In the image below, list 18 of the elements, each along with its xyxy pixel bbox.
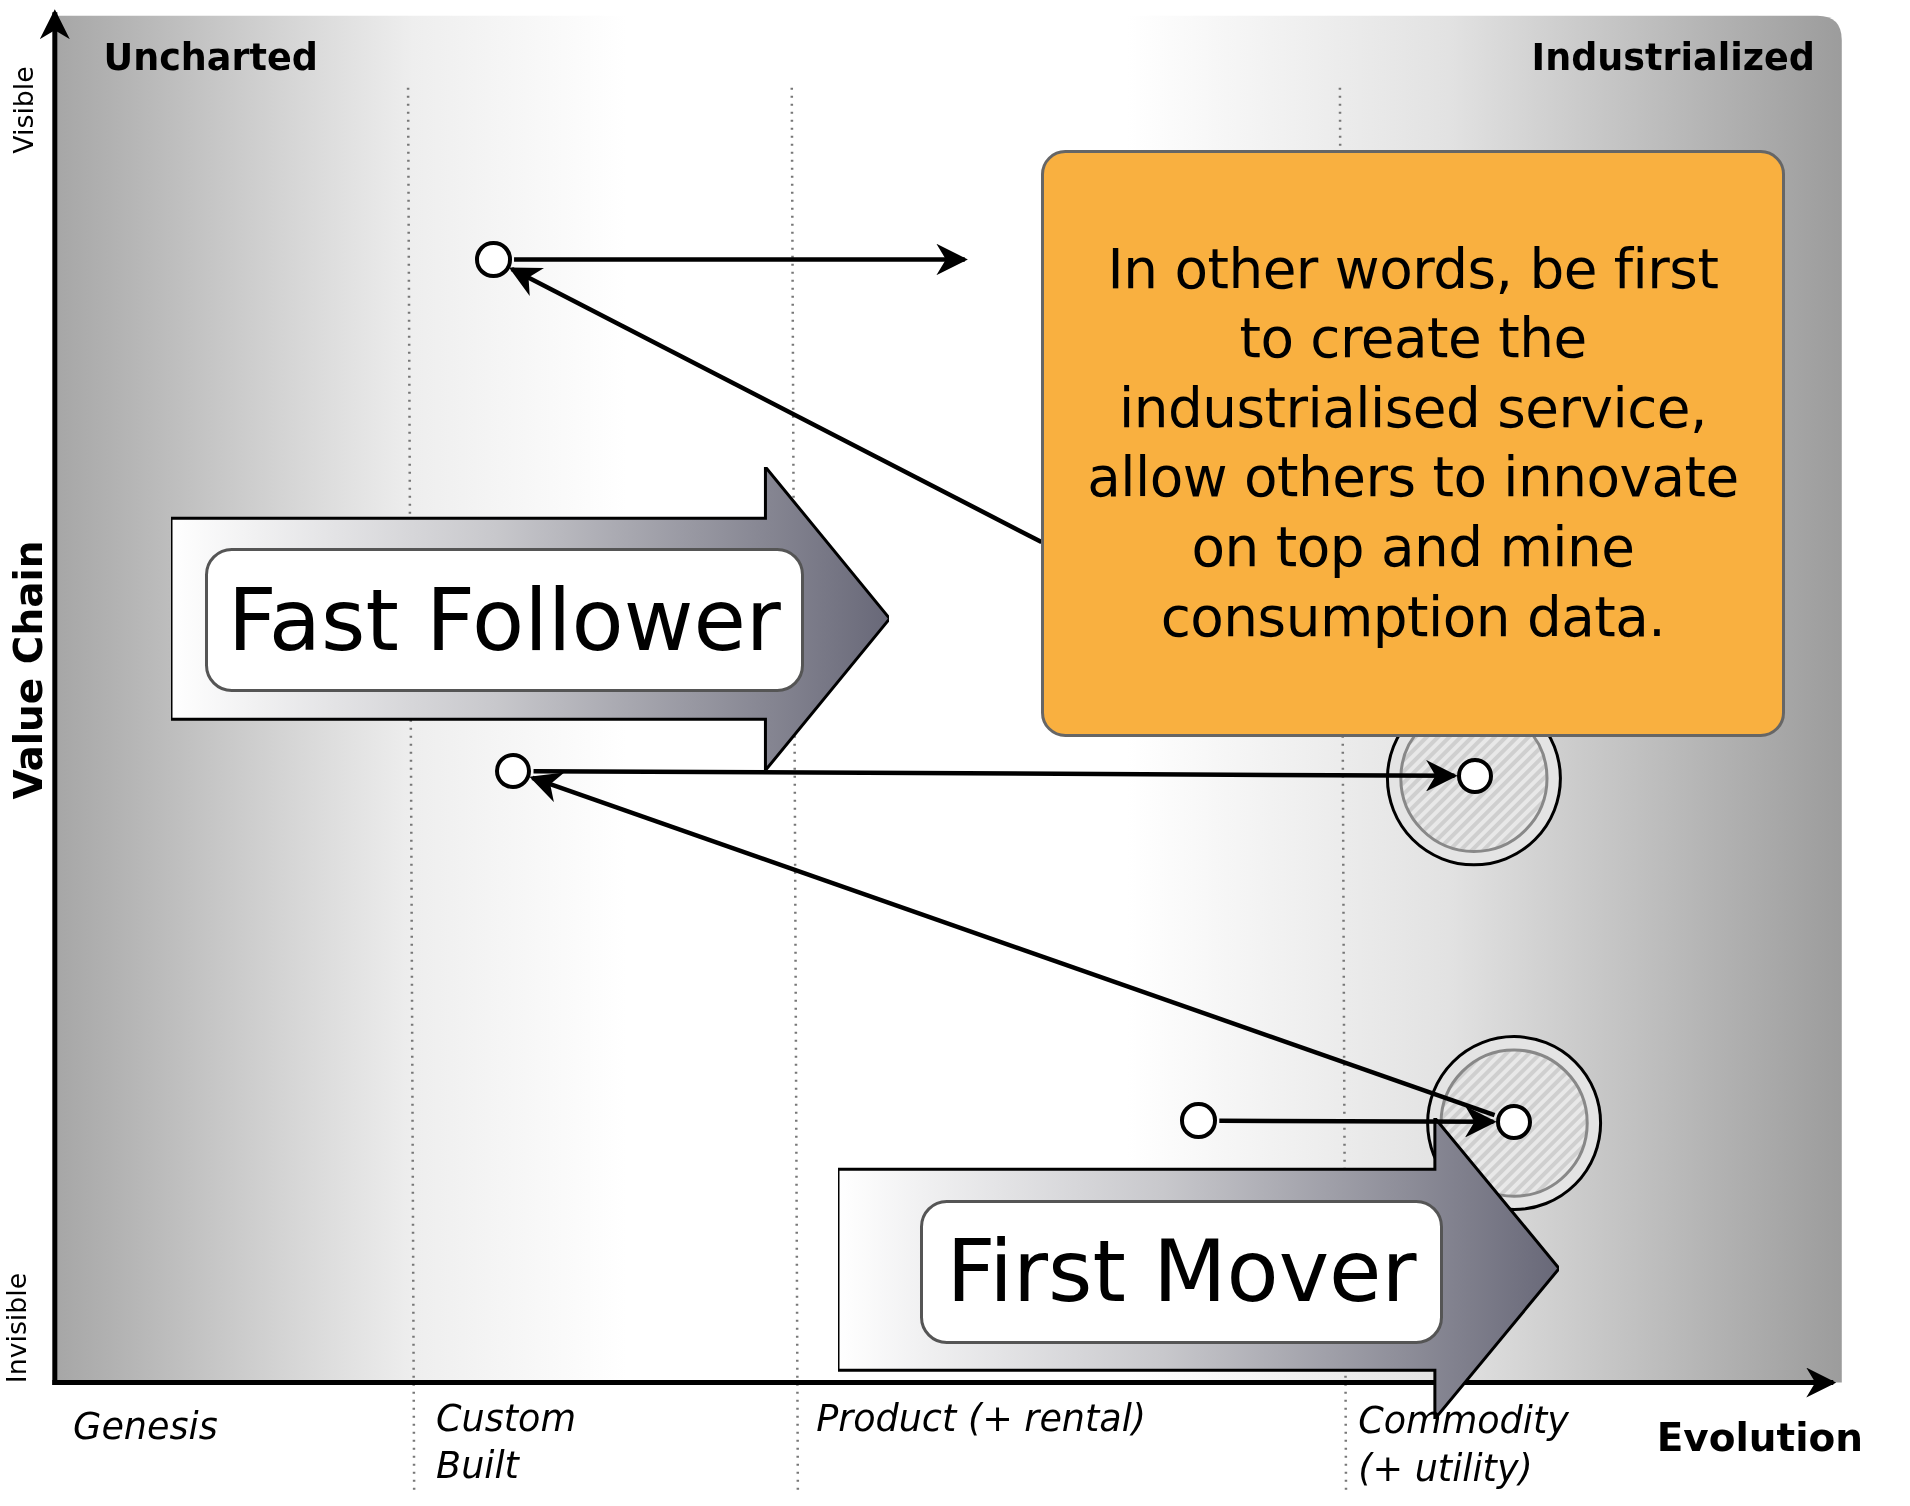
axis-title: Evolution bbox=[1656, 1414, 1864, 1462]
arrow bbox=[533, 759, 1458, 792]
stage-label: Custom Built bbox=[436, 1395, 578, 1490]
arrow-label: Fast Follower bbox=[204, 548, 804, 692]
arrow bbox=[508, 266, 1043, 545]
arrow-label: First Mover bbox=[919, 1199, 1444, 1344]
axis-label: Invisible bbox=[0, 1272, 33, 1383]
arrow bbox=[529, 772, 1496, 1118]
stage-label: Commodity (+ utility) bbox=[1358, 1398, 1570, 1492]
axis-label: Visible bbox=[6, 65, 40, 154]
region-heading: Industrialized bbox=[1530, 35, 1815, 82]
arrow bbox=[1219, 1105, 1497, 1138]
arrow bbox=[514, 243, 968, 276]
callout-box: In other words, be first to create the industrialised service, allow others to innovate on top and mine consumption data. bbox=[1041, 149, 1785, 737]
region-heading: Uncharted bbox=[103, 35, 318, 82]
stage-label: Genesis bbox=[73, 1404, 218, 1451]
stage-label: Product (+ rental) bbox=[816, 1395, 1147, 1442]
axis-title: Value Chain bbox=[4, 540, 52, 800]
